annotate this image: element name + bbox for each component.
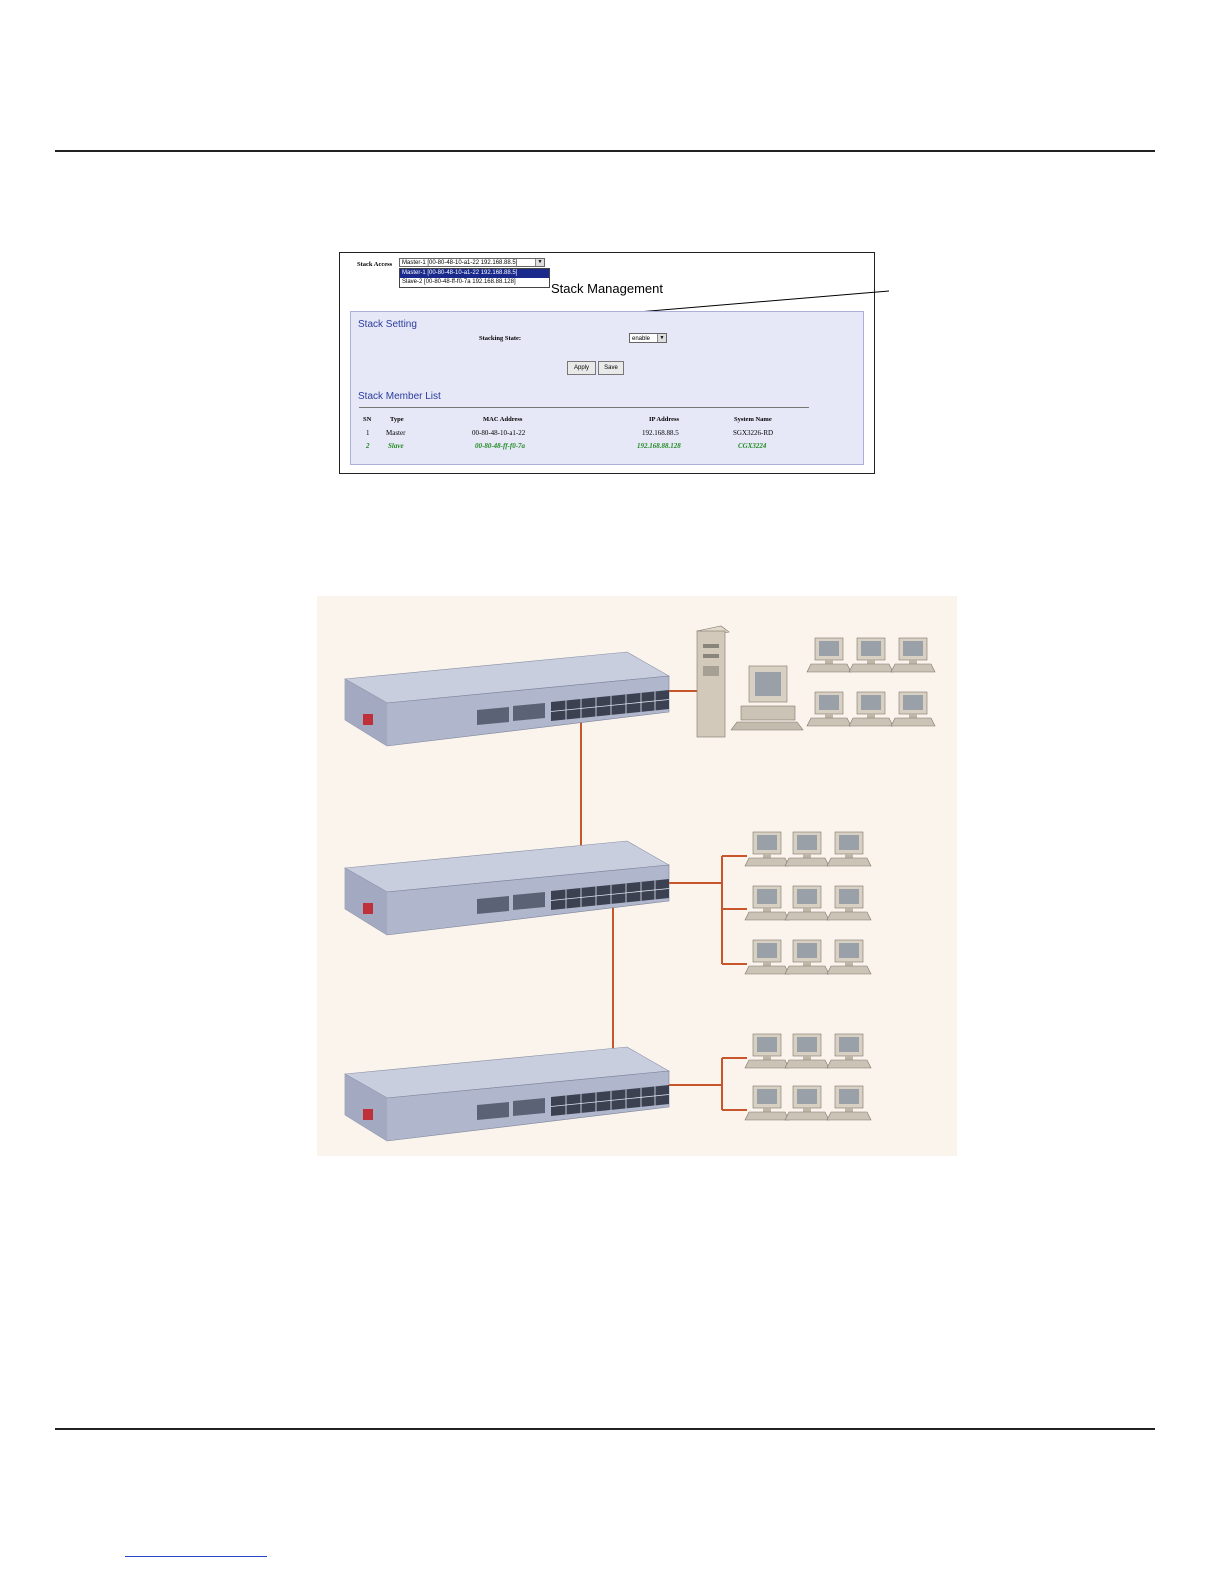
column-header-ip: IP Address [649,416,680,423]
save-button[interactable]: Save [598,361,624,375]
table-cell: 192.168.88.5 [642,429,679,437]
stack-member-list-title: Stack Member List [358,391,441,402]
table-divider [359,407,809,408]
table-cell: CGX3224 [738,442,767,450]
stack-access-option-slave[interactable]: Slave-2 [00-80-48-ff-f0-7a 192.168.88.12… [402,279,516,285]
column-header-type: Type [390,416,404,423]
header-rule [55,150,1155,152]
column-header-system-name: System Name [734,416,772,423]
stack-access-label: Stack Access [357,261,393,268]
switch-icon [344,1046,670,1142]
stack-setting-title: Stack Setting [358,319,417,330]
stack-setting-frame: Stack Setting Stacking State: enable ▼ A… [350,311,864,465]
table-cell: 192.168.88.128 [637,442,681,450]
table-cell: 00-80-48-ff-f0-7a [475,442,526,450]
table-cell: SGX3226-RD [733,429,774,437]
stacking-state-value: enable [632,336,651,342]
column-header-mac: MAC Address [483,416,523,423]
chevron-down-icon[interactable]: ▼ [657,334,666,342]
stack-access-option-master[interactable]: Master-1 [00-80-48-10-a1-22 192.168.88.5… [400,269,549,278]
stack-access-value: Master-1 [00-80-48-10-a1-22 192.168.88.5… [402,260,518,266]
column-header-sn: SN [363,416,372,423]
server-tower-icon [696,625,730,738]
desktop-computer-icon [730,665,804,731]
table-cell: Slave [388,442,404,450]
apply-button[interactable]: Apply [567,361,596,375]
table-cell: 1 [366,429,370,437]
stacking-network-diagram [317,596,957,1156]
footer-rule [55,1428,1155,1430]
table-cell: 00-80-48-10-a1-22 [472,429,526,437]
table-cell: 2 [366,442,370,450]
switch-icon [344,651,670,747]
table-cell: Master [386,429,406,437]
footer-link-underline[interactable] [125,1556,267,1557]
chevron-down-icon[interactable]: ▼ [535,259,544,266]
stack-management-screenshot: Stack Access Master-1 [00-80-48-10-a1-22… [339,252,890,474]
switch-icon [344,840,670,936]
stacking-state-select[interactable]: enable ▼ [629,333,667,343]
stack-management-callout: Stack Management [551,281,664,296]
stack-access-dropdown: Master-1 [00-80-48-10-a1-22 192.168.88.5… [399,268,550,288]
stack-access-select[interactable]: Master-1 [00-80-48-10-a1-22 192.168.88.5… [399,258,545,267]
stacking-state-label: Stacking State: [479,335,522,342]
